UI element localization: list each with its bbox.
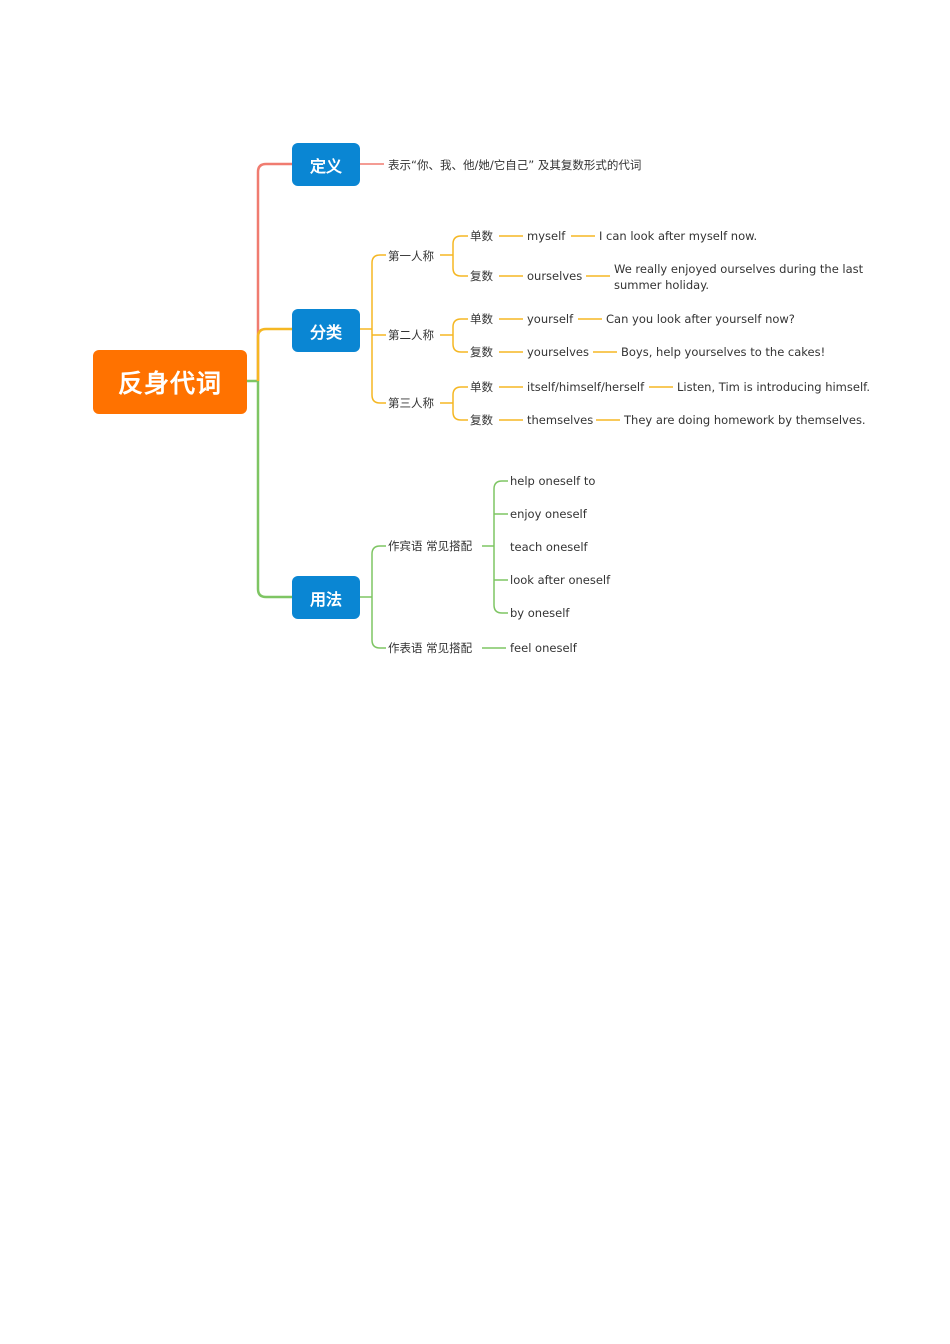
usage-predicative-title[interactable]: 作表语 常见搭配 [388, 641, 473, 655]
usage-object-title[interactable]: 作宾语 常见搭配 [388, 539, 473, 553]
pronoun-word[interactable]: myself [527, 229, 566, 243]
definition-text[interactable]: 表示“你、我、他/她/它自己” 及其复数形式的代词 [388, 158, 642, 172]
number-label[interactable]: 单数 [470, 229, 493, 243]
number-label[interactable]: 单数 [470, 312, 493, 326]
number-label[interactable]: 复数 [470, 345, 493, 359]
root-node[interactable]: 反身代词 [93, 350, 247, 414]
person-second-label[interactable]: 第二人称 [388, 328, 434, 342]
pronoun-word[interactable]: yourself [527, 312, 574, 326]
number-label[interactable]: 复数 [470, 269, 493, 283]
collocation-item[interactable]: enjoy oneself [510, 507, 587, 521]
number-label[interactable]: 单数 [470, 380, 493, 394]
collocation-item[interactable]: look after oneself [510, 573, 611, 587]
pronoun-word[interactable]: itself/himself/herself [527, 380, 645, 394]
person-third-label[interactable]: 第三人称 [388, 396, 434, 410]
example-sentence[interactable]: Listen, Tim is introducing himself. [677, 380, 871, 394]
collocation-item[interactable]: by oneself [510, 606, 570, 620]
example-sentence[interactable]: I can look after myself now. [599, 229, 758, 243]
number-label[interactable]: 复数 [470, 413, 493, 427]
pronoun-word[interactable]: ourselves [527, 269, 583, 283]
pronoun-word[interactable]: themselves [527, 413, 594, 427]
pronoun-word[interactable]: yourselves [527, 345, 589, 359]
person-first-label[interactable]: 第一人称 [388, 249, 434, 263]
example-sentence[interactable]: Boys, help yourselves to the cakes! [621, 345, 826, 359]
classification-node[interactable]: 分类 [292, 309, 360, 352]
collocation-item[interactable]: help oneself to [510, 474, 596, 488]
definition-node[interactable]: 定义 [292, 143, 360, 186]
collocation-item[interactable]: feel oneself [510, 641, 577, 655]
example-sentence[interactable]: They are doing homework by themselves. [624, 413, 866, 427]
example-sentence[interactable]: Can you look after yourself now? [606, 312, 795, 326]
example-sentence[interactable]: We really enjoyed ourselves during the l… [614, 262, 864, 292]
collocation-item[interactable]: teach oneself [510, 540, 588, 554]
usage-node[interactable]: 用法 [292, 576, 360, 619]
